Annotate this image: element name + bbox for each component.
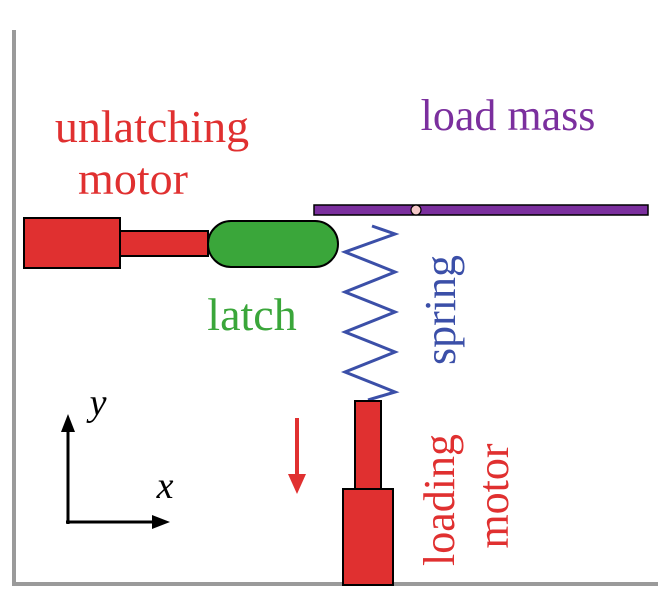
latch xyxy=(207,220,339,268)
loading-motor-label-line1: loading xyxy=(415,434,464,566)
axis-x-label: x xyxy=(156,465,174,507)
loading-motor-label-line2: motor xyxy=(469,443,518,548)
spring xyxy=(340,224,400,402)
xy-axes-icon xyxy=(61,414,170,529)
frame xyxy=(12,30,658,586)
unlatching-motor-label-line2: motor xyxy=(78,153,188,204)
unlatching-motor xyxy=(23,217,209,269)
load-mass xyxy=(313,204,649,216)
load-mass-bar xyxy=(313,204,649,216)
arrow-down-icon xyxy=(288,418,306,494)
axis-y-label: y xyxy=(86,382,107,424)
loading-motor-body xyxy=(342,488,394,586)
loading-motor-shaft xyxy=(354,400,382,490)
unlatching-motor-body xyxy=(23,217,121,269)
unlatching-motor-label-line1: unlatching xyxy=(55,101,249,152)
spring-label: spring xyxy=(416,255,465,365)
loading-motor xyxy=(342,400,394,586)
load-mass-label: load mass xyxy=(421,91,596,140)
pivot-circle-icon xyxy=(410,204,422,216)
unlatching-motor-shaft xyxy=(119,230,209,257)
latch-label: latch xyxy=(207,289,296,340)
